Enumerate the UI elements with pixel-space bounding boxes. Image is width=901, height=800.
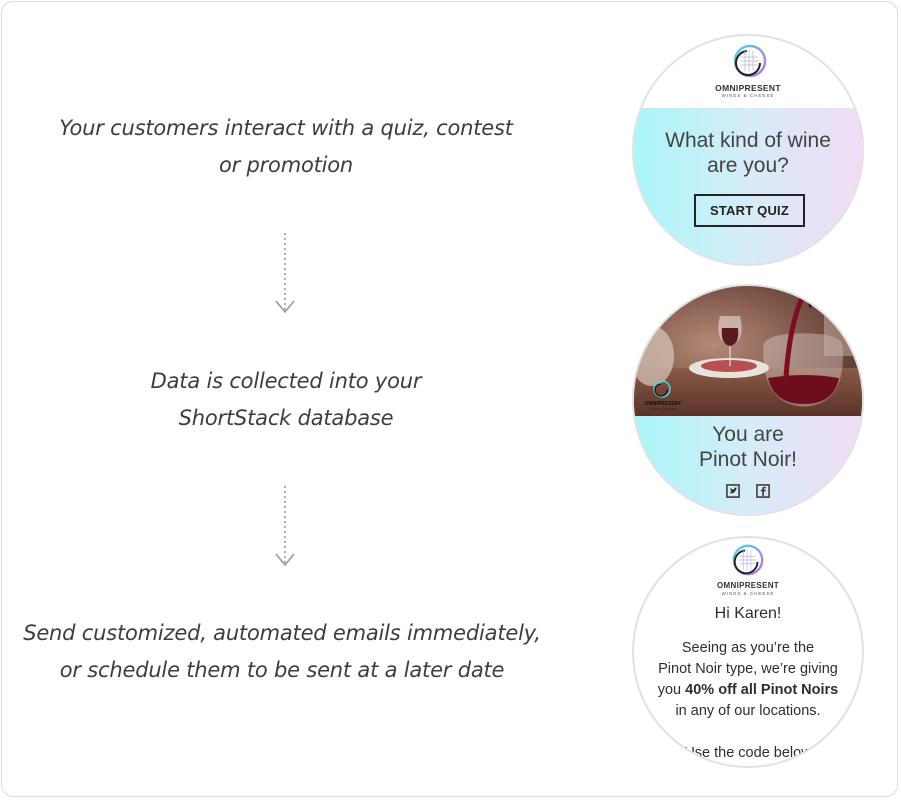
result-text: You are Pinot Noir!	[634, 422, 862, 472]
quiz-question: What kind of wine are you?	[634, 128, 862, 178]
omnipresent-logo-icon	[732, 544, 764, 576]
email-body: Seeing as you’re the Pinot Noir type, we…	[634, 638, 862, 722]
omnipresent-logo-icon	[733, 44, 767, 78]
quiz-question-line-1: What kind of wine	[665, 129, 831, 152]
email-line-3: you 40% off all Pinot Noirs	[634, 680, 862, 701]
result-line-2: Pinot Noir!	[698, 448, 798, 471]
result-line-1: You are	[712, 423, 784, 446]
share-row	[634, 480, 862, 499]
quiz-preview-circle: OMNIPRESENT WINES & CHEESE What kind of …	[632, 34, 864, 266]
email-offer: 40% off all Pinot Noirs	[685, 682, 839, 698]
email-line-4: in any of our locations.	[675, 703, 821, 719]
step-3-line-2: or schedule them to be sent at a later d…	[59, 658, 505, 682]
result-preview-circle: OMNIPRESENT WINES & CHEESE You are Pinot…	[632, 284, 864, 516]
start-quiz-button[interactable]: START QUIZ	[694, 194, 805, 227]
down-arrow-icon	[275, 486, 295, 567]
brand-logo: OMNIPRESENT WINES & CHEESE	[634, 542, 862, 598]
wine-pour-photo	[634, 286, 862, 416]
email-greeting: Hi Karen!	[714, 605, 782, 622]
down-arrow-icon	[275, 233, 295, 314]
email-content: Hi Karen! Seeing as you’re the Pinot Noi…	[634, 604, 862, 764]
brand-tagline: WINES & CHEESE	[721, 591, 775, 596]
email-line-3-prefix: you	[657, 682, 686, 698]
step-1-line-1: Your customers interact with a quiz, con…	[59, 116, 513, 140]
step-2-line-2: ShortStack database	[178, 406, 394, 430]
photo-brand-name: OMNIPRESENT	[644, 401, 682, 407]
facebook-icon[interactable]	[755, 483, 770, 498]
email-code-line: Use the code below	[684, 745, 812, 761]
email-line-2: Pinot Noir type, we’re giving	[658, 661, 838, 677]
email-line-1: Seeing as you’re the	[681, 640, 815, 656]
result-panel: You are Pinot Noir!	[634, 416, 862, 514]
brand-name: OMNIPRESENT	[715, 83, 781, 93]
brand-logo: OMNIPRESENT WINES & CHEESE	[634, 42, 862, 108]
step-3-text: Send customized, automated emails immedi…	[12, 615, 552, 689]
quiz-question-line-2: are you?	[707, 154, 789, 177]
step-2-text: Data is collected into your ShortStack d…	[26, 363, 546, 437]
brand-name: OMNIPRESENT	[717, 581, 779, 590]
step-1-text: Your customers interact with a quiz, con…	[26, 110, 546, 184]
step-1-line-2: or promotion	[218, 153, 354, 177]
step-3-line-1: Send customized, automated emails immedi…	[23, 621, 541, 645]
photo-brand-tagline: WINES & CHEESE	[650, 407, 676, 411]
twitter-icon[interactable]	[726, 483, 741, 498]
brand-tagline: WINES & CHEESE	[721, 93, 775, 98]
email-preview-circle: OMNIPRESENT WINES & CHEESE Hi Karen! See…	[632, 536, 864, 768]
step-2-line-1: Data is collected into your	[150, 369, 422, 393]
quiz-panel: What kind of wine are you? START QUIZ	[634, 108, 862, 264]
